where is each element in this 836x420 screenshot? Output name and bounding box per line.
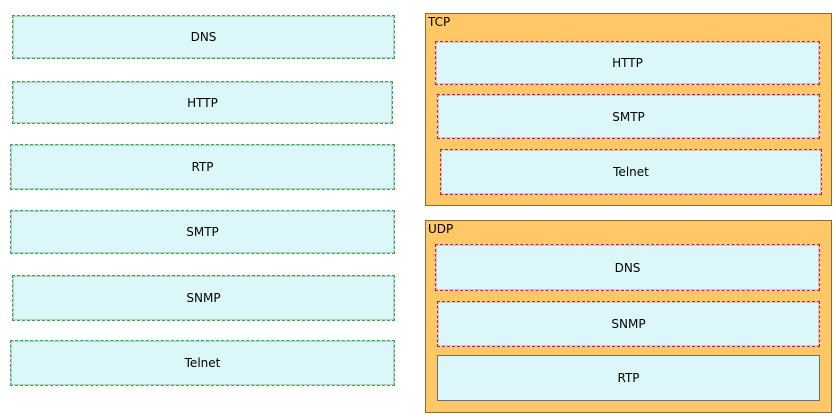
udp-item-label: DNS: [614, 260, 641, 275]
tcp-item-label: HTTP: [612, 56, 643, 70]
source-item-telnet[interactable]: Telnet: [10, 340, 395, 386]
tcp-item-telnet[interactable]: Telnet: [440, 149, 822, 195]
tcp-item-label: Telnet: [613, 165, 649, 179]
source-item-label: HTTP: [187, 95, 218, 110]
source-item-snmp[interactable]: SNMP: [12, 275, 395, 321]
udp-item-snmp[interactable]: SNMP: [437, 301, 820, 347]
tcp-item-http[interactable]: HTTP: [435, 41, 820, 85]
udp-target-title: UDP: [428, 222, 454, 236]
source-item-label: DNS: [190, 30, 217, 44]
source-item-label: SMTP: [186, 225, 219, 239]
udp-item-rtp[interactable]: RTP: [437, 355, 820, 401]
udp-item-label: SNMP: [611, 317, 646, 331]
source-item-rtp[interactable]: RTP: [10, 144, 395, 190]
source-item-label: SNMP: [186, 291, 221, 305]
tcp-target-title: TCP: [428, 15, 451, 29]
source-item-smtp[interactable]: SMTP: [10, 210, 395, 254]
source-item-label: Telnet: [184, 356, 221, 370]
source-item-label: RTP: [191, 160, 214, 174]
source-item-http[interactable]: HTTP: [12, 81, 393, 124]
source-item-dns[interactable]: DNS: [12, 15, 395, 59]
tcp-item-smtp[interactable]: SMTP: [437, 94, 820, 139]
tcp-item-label: SMTP: [612, 109, 645, 124]
udp-item-dns[interactable]: DNS: [435, 244, 820, 291]
udp-item-label: RTP: [617, 371, 640, 385]
